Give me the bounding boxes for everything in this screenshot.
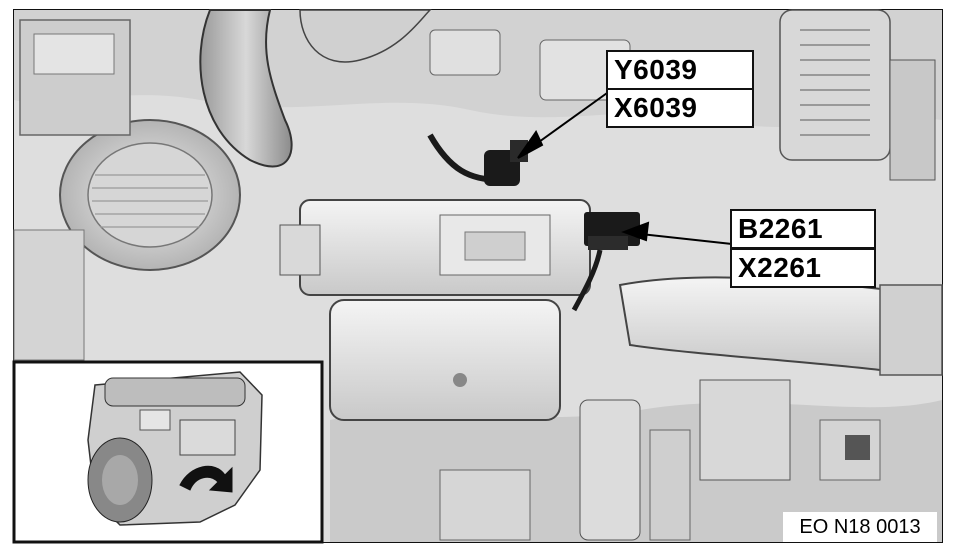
label-X6039: X6039	[606, 88, 754, 128]
lower-connector-B2261	[571, 212, 640, 312]
coolant-hose	[199, 9, 293, 168]
label-B2261: B2261	[730, 209, 876, 249]
upper-arrowhead	[517, 129, 544, 159]
starter-motor	[279, 199, 591, 421]
mini-engine	[87, 371, 263, 526]
lower-leader-line	[631, 232, 733, 245]
figure-reference-code: EO N18 0013	[783, 512, 937, 542]
pulley-assembly	[13, 19, 241, 361]
label-Y6039: Y6039	[606, 50, 754, 90]
orientation-inset	[12, 360, 324, 544]
lower-arrowhead	[621, 221, 650, 242]
upper-connector-Y6039	[427, 133, 528, 186]
lower-components	[439, 379, 881, 541]
leader-arrows	[517, 87, 733, 245]
label-X2261: X2261	[730, 248, 876, 288]
orientation-arrow-icon	[179, 465, 233, 493]
